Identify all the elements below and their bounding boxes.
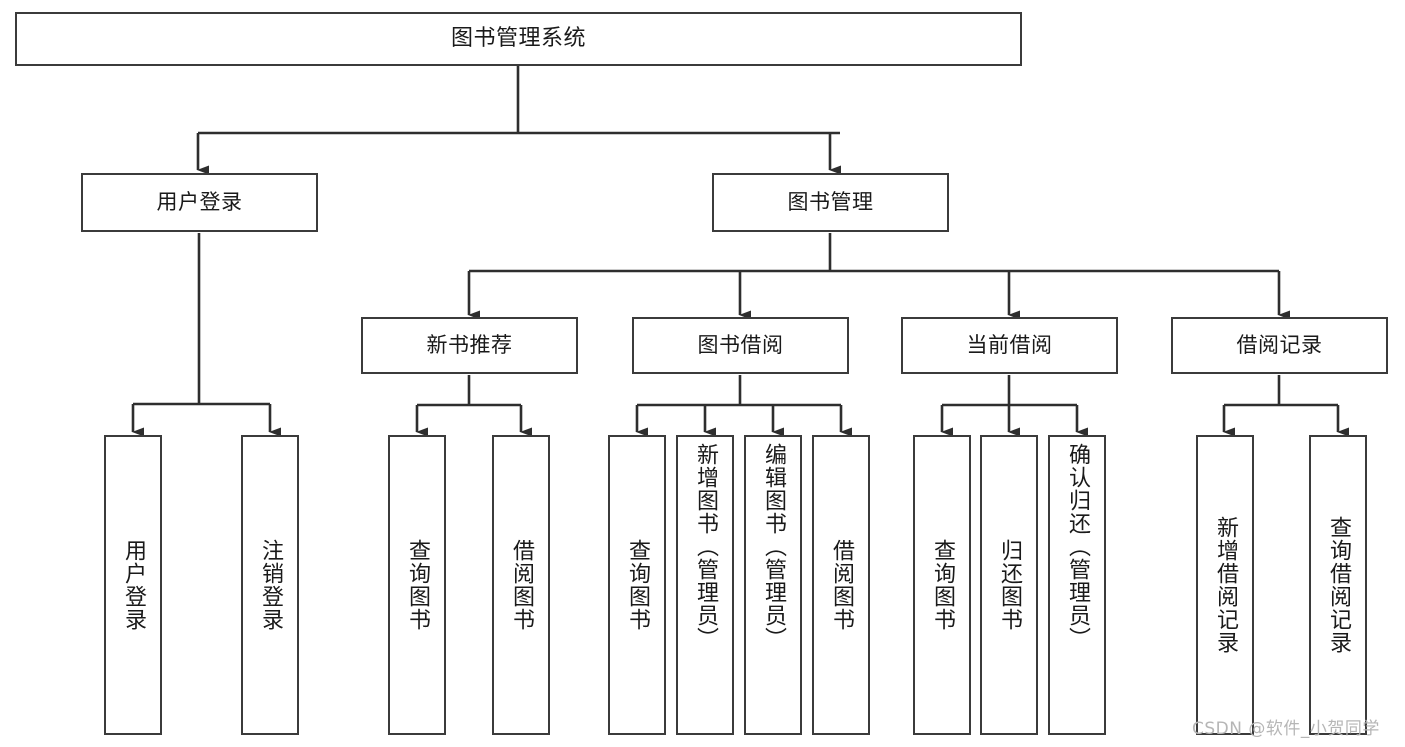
leaf-logout[interactable]: 注销登录 [241,435,299,735]
node-label: 编辑图书（管理员） [760,443,786,650]
node-label: 确认归还（管理员） [1064,443,1090,650]
node-root-system[interactable]: 图书管理系统 [15,12,1022,66]
node-label: 新书推荐 [426,333,513,358]
node-label: 图书管理 [787,190,874,215]
node-label: 查询图书 [624,539,650,631]
node-label: 借阅图书 [828,539,854,631]
node-label: 用户登录 [120,539,146,631]
leaf-bookborrow-add-book-admin[interactable]: 新增图书（管理员） [676,435,734,735]
leaf-bookborrow-borrow-books[interactable]: 借阅图书 [812,435,870,735]
node-user-login[interactable]: 用户登录 [81,173,318,232]
node-label: 图书借阅 [697,333,784,358]
node-book-management[interactable]: 图书管理 [712,173,949,232]
leaf-borrowrecord-add-record[interactable]: 新增借阅记录 [1196,435,1254,735]
leaf-currentborrow-return-books[interactable]: 归还图书 [980,435,1038,735]
node-current-borrow[interactable]: 当前借阅 [901,317,1118,374]
node-label: 注销登录 [257,539,283,631]
node-borrow-record[interactable]: 借阅记录 [1171,317,1388,374]
node-label: 查询图书 [404,539,430,631]
node-label: 查询图书 [929,539,955,631]
leaf-bookborrow-query-books[interactable]: 查询图书 [608,435,666,735]
node-label: 当前借阅 [966,333,1053,358]
leaf-user-login[interactable]: 用户登录 [104,435,162,735]
leaf-bookborrow-edit-book-admin[interactable]: 编辑图书（管理员） [744,435,802,735]
leaf-currentborrow-confirm-return-admin[interactable]: 确认归还（管理员） [1048,435,1106,735]
node-label: 用户登录 [156,190,243,215]
leaf-borrowrecord-query-record[interactable]: 查询借阅记录 [1309,435,1367,735]
node-label: 借阅记录 [1236,333,1323,358]
node-label: 新增图书（管理员） [692,443,718,650]
leaf-currentborrow-query-books[interactable]: 查询图书 [913,435,971,735]
node-label: 归还图书 [996,539,1022,631]
leaf-newbook-query-books[interactable]: 查询图书 [388,435,446,735]
node-label: 借阅图书 [508,539,534,631]
node-label: 图书管理系统 [450,26,586,52]
node-label: 查询借阅记录 [1325,516,1351,654]
node-book-borrow[interactable]: 图书借阅 [632,317,849,374]
node-new-book-recommend[interactable]: 新书推荐 [361,317,578,374]
csdn-watermark: CSDN @软件_小贺同学 [1192,719,1380,739]
leaf-newbook-borrow-books[interactable]: 借阅图书 [492,435,550,735]
node-label: 新增借阅记录 [1212,516,1238,654]
